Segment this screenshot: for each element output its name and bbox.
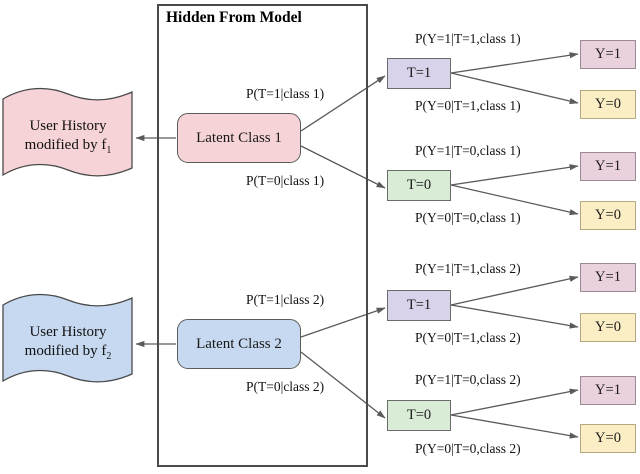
edge-c1t0-to-y1 <box>450 164 579 186</box>
outcome-node-class1-t0-y1[interactable]: Y=1 <box>580 152 636 181</box>
latent-class-2-node[interactable]: Latent Class 2 <box>177 319 301 369</box>
edge-latent1-to-t0 <box>300 145 386 189</box>
user-history-line1-2: User History <box>29 324 107 340</box>
outcome-node-class2-t1-y0[interactable]: Y=0 <box>580 313 636 342</box>
hidden-from-model-title: Hidden From Model <box>166 9 302 26</box>
treatment-node-class1-t0[interactable]: T=0 <box>387 170 451 201</box>
hidden-from-model-frame <box>157 4 368 467</box>
user-history-line2-2: modified by f <box>24 342 107 359</box>
prob-y1-given-t1-class2: P(Y=1|T=1,class 2) <box>415 261 521 276</box>
prob-y0-given-t0-class2: P(Y=0|T=0,class 2) <box>415 441 521 456</box>
edge-c1t1-to-y0 <box>450 72 579 105</box>
user-history-label-2: User History modified by f2 <box>6 323 130 363</box>
latent-class-1-node[interactable]: Latent Class 1 <box>177 113 301 163</box>
outcome-node-class1-t0-y0[interactable]: Y=0 <box>580 201 636 230</box>
outcome-node-class2-t0-y0[interactable]: Y=0 <box>580 424 636 453</box>
outcome-node-class1-t1-y1[interactable]: Y=1 <box>580 40 636 69</box>
outcome-node-class2-t1-y1[interactable]: Y=1 <box>580 263 636 292</box>
user-history-flag-2 <box>2 293 133 383</box>
user-history-line1-1: User History <box>29 118 107 134</box>
user-history-subscript-1: 1 <box>106 144 112 156</box>
user-history-label-1: User History modified by f1 <box>6 117 130 157</box>
edge-c1t0-to-y0 <box>450 184 579 216</box>
prob-y1-given-t0-class1: P(Y=1|T=0,class 1) <box>415 143 521 158</box>
edge-c2t1-to-y1 <box>450 275 579 306</box>
outcome-node-class2-t0-y1[interactable]: Y=1 <box>580 376 636 405</box>
edge-c2t1-to-y0 <box>450 304 579 329</box>
user-history-flag-1 <box>2 87 133 177</box>
edge-latent1-to-t1 <box>300 75 386 132</box>
prob-y0-given-t0-class1: P(Y=0|T=0,class 1) <box>415 210 521 225</box>
prob-y0-given-t1-class1: P(Y=0|T=1,class 1) <box>415 98 521 113</box>
user-history-line2-1: modified by f <box>24 136 107 153</box>
outcome-node-class1-t1-y0[interactable]: Y=0 <box>580 90 636 119</box>
prob-y0-given-t1-class2: P(Y=0|T=1,class 2) <box>415 330 521 345</box>
edge-latent2-to-t1 <box>300 307 386 338</box>
treatment-node-class2-t0[interactable]: T=0 <box>387 400 451 431</box>
prob-t1-class1: P(T=1|class 1) <box>246 86 325 101</box>
edge-latent2-to-t0 <box>300 351 386 419</box>
prob-y1-given-t0-class2: P(Y=1|T=0,class 2) <box>415 372 521 387</box>
prob-t1-class2: P(T=1|class 2) <box>246 292 325 307</box>
edge-c1t1-to-y1 <box>450 52 579 74</box>
treatment-node-class1-t1[interactable]: T=1 <box>387 58 451 89</box>
prob-t0-class1: P(T=0|class 1) <box>246 173 325 188</box>
treatment-node-class2-t1[interactable]: T=1 <box>387 290 451 321</box>
prob-y1-given-t1-class1: P(Y=1|T=1,class 1) <box>415 31 521 46</box>
user-history-subscript-2: 2 <box>106 350 112 362</box>
edge-c2t0-to-y1 <box>450 388 579 416</box>
prob-t0-class2: P(T=0|class 2) <box>246 379 325 394</box>
edge-c2t0-to-y0 <box>450 414 579 439</box>
